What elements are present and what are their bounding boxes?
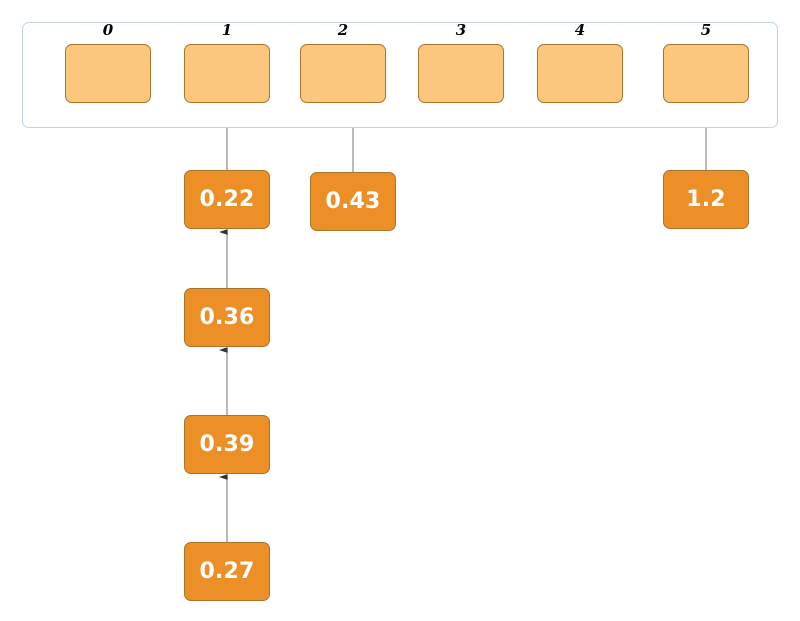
slot-label-5: 5 xyxy=(700,21,712,39)
value-node-label: 0.36 xyxy=(199,305,255,330)
slot-label-4: 4 xyxy=(574,21,586,39)
value-node-0.43[interactable]: 0.43 xyxy=(310,172,396,231)
value-node-label: 0.22 xyxy=(199,187,255,212)
value-node-label: 0.43 xyxy=(325,189,381,214)
value-node-1.2[interactable]: 1.2 xyxy=(663,170,749,229)
slot-3[interactable] xyxy=(418,44,504,103)
slot-label-2: 2 xyxy=(337,21,349,39)
slot-2[interactable] xyxy=(300,44,386,103)
value-node-0.27[interactable]: 0.27 xyxy=(184,542,270,601)
slot-1[interactable] xyxy=(184,44,270,103)
slot-label-3: 3 xyxy=(455,21,467,39)
value-node-0.22[interactable]: 0.22 xyxy=(184,170,270,229)
slot-4[interactable] xyxy=(537,44,623,103)
value-node-0.36[interactable]: 0.36 xyxy=(184,288,270,347)
slot-5[interactable] xyxy=(663,44,749,103)
value-node-label: 0.39 xyxy=(199,432,255,457)
slot-label-0: 0 xyxy=(102,21,114,39)
slot-0[interactable] xyxy=(65,44,151,103)
slot-label-1: 1 xyxy=(221,21,233,39)
value-node-label: 1.2 xyxy=(686,187,726,212)
value-node-0.39[interactable]: 0.39 xyxy=(184,415,270,474)
value-node-label: 0.27 xyxy=(199,559,255,584)
